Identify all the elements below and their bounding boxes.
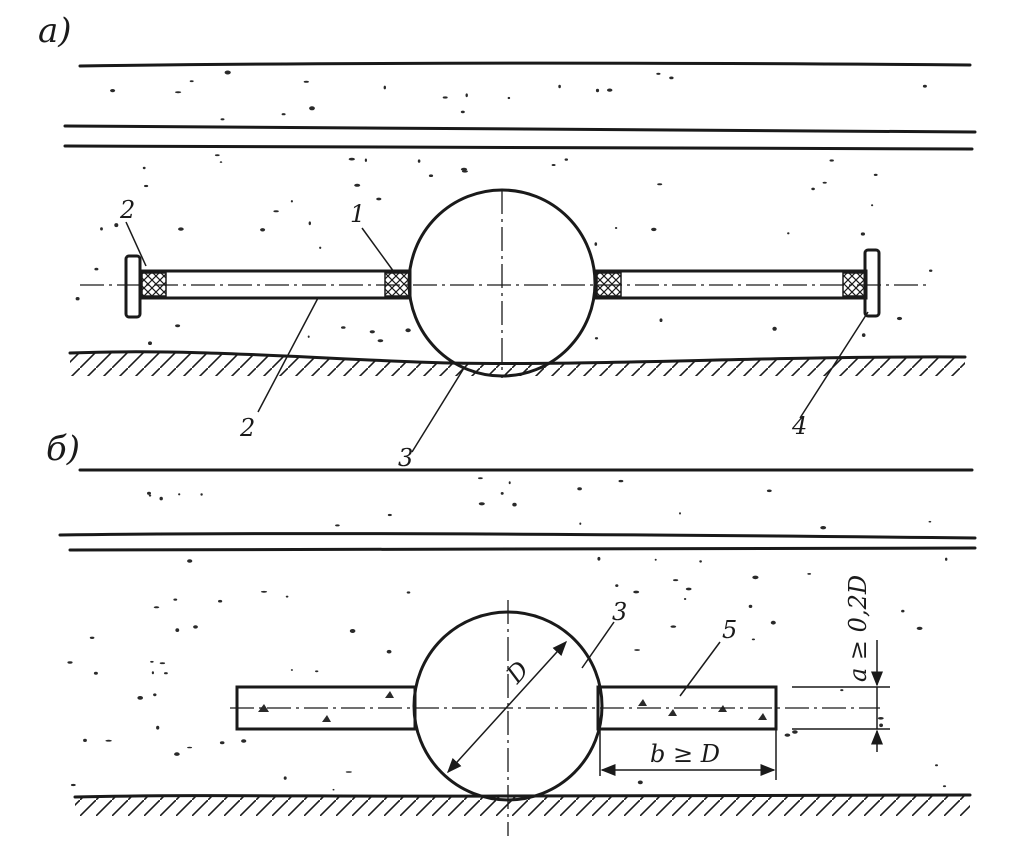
layer-line-a2 [63, 144, 974, 151]
callout-2-top: 2 [119, 196, 135, 224]
panel-label-b: б) [46, 429, 80, 469]
leader-1 [361, 227, 395, 273]
seabed-hatching-b [75, 795, 970, 816]
layer-line-b1 [58, 532, 977, 540]
water-surface-line-a [78, 61, 972, 68]
callout-3-b: 3 [612, 598, 627, 626]
callout-3-a: 3 [398, 444, 413, 472]
leader-3-b [581, 621, 615, 669]
callout-4: 4 [791, 412, 807, 440]
callout-1: 1 [350, 200, 365, 228]
water-surface-line-b [78, 467, 974, 472]
thickness-label: a ≥ 0,2D [844, 575, 872, 682]
panel-a: а) 2 1 2 3 4 [38, 11, 977, 472]
panel-label-a: а) [38, 11, 72, 51]
leader-3-a [411, 367, 465, 453]
soil-speckle [67, 70, 948, 791]
layer-line-b2 [68, 546, 977, 552]
panel-b: б) D b ≥ D [46, 429, 977, 836]
diameter-dimension-line [446, 640, 568, 774]
end-plate-right [863, 248, 881, 318]
seabed-line-a [68, 350, 967, 366]
aggregate-marks [258, 691, 767, 722]
layer-line-a1 [63, 124, 977, 134]
end-plate-left [124, 254, 142, 319]
diameter-label: D [500, 656, 534, 690]
leader-2-top [125, 221, 147, 267]
callout-5: 5 [722, 616, 737, 644]
leader-2-bottom [257, 297, 319, 413]
seabed-line-b [73, 793, 972, 799]
width-label: b ≥ D [650, 740, 720, 768]
leader-5 [679, 641, 721, 697]
callout-2-bottom: 2 [239, 414, 255, 442]
leader-4 [799, 311, 869, 419]
